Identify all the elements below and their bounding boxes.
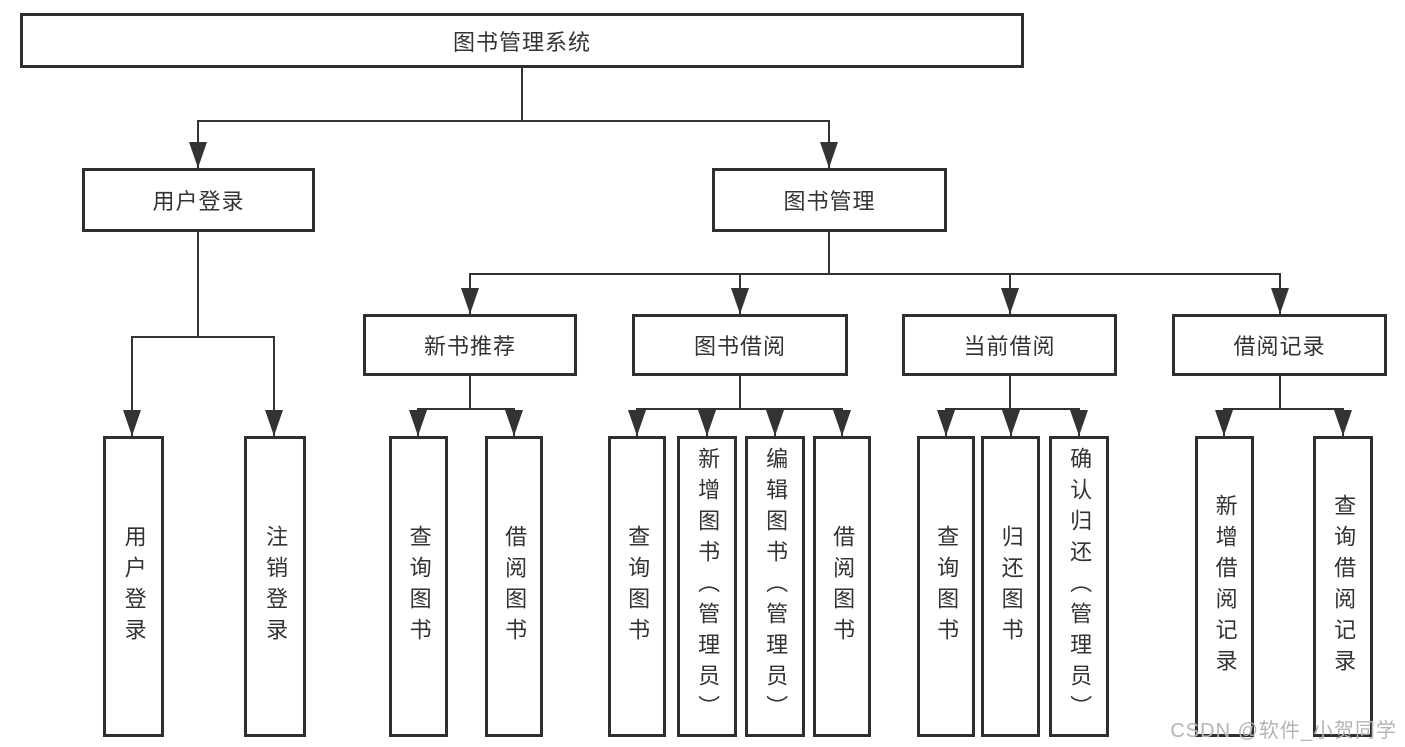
arrow-down-icon <box>1001 288 1019 314</box>
leaf-query-books-recommend-label: 查询图书 <box>406 524 432 649</box>
leaf-confirm-return-admin-label: 确认归还（管理员） <box>1067 447 1093 726</box>
node-book-management: 图书管理 <box>712 168 947 232</box>
leaf-add-book-admin: 新增图书（管理员） <box>677 436 737 737</box>
node-borrowing-records-label: 借阅记录 <box>1233 334 1326 359</box>
leaf-logout-login-label: 注销登录 <box>263 524 289 649</box>
connector-line <box>469 273 1281 275</box>
arrow-down-icon <box>731 288 749 314</box>
node-new-book-recommendation-label: 新书推荐 <box>423 334 516 359</box>
leaf-borrow-books-label: 借阅图书 <box>830 524 856 649</box>
leaf-return-books-label: 归还图书 <box>998 524 1024 649</box>
leaf-edit-book-admin: 编辑图书（管理员） <box>745 436 805 737</box>
leaf-query-borrow-record-label: 查询借阅记录 <box>1331 493 1357 680</box>
leaf-user-login-label: 用户登录 <box>121 524 147 649</box>
leaf-user-login: 用户登录 <box>103 436 164 737</box>
leaf-query-books-current-label: 查询图书 <box>934 524 960 649</box>
node-root: 图书管理系统 <box>20 13 1024 68</box>
connector-line <box>197 232 199 336</box>
connector-line <box>469 376 471 408</box>
leaf-borrow-books-recommend: 借阅图书 <box>485 436 543 737</box>
connector-line <box>945 408 1080 410</box>
arrow-down-icon <box>766 410 784 436</box>
connector-line <box>131 336 275 338</box>
leaf-borrow-books: 借阅图书 <box>813 436 871 737</box>
arrow-down-icon <box>937 410 955 436</box>
connector-line <box>636 408 843 410</box>
watermark: CSDN @软件_小贺同学 <box>1170 720 1397 742</box>
arrow-down-icon <box>461 288 479 314</box>
node-current-borrowing: 当前借阅 <box>902 314 1117 376</box>
leaf-query-books-borrowing-label: 查询图书 <box>625 524 651 649</box>
leaf-query-books-current: 查询图书 <box>917 436 975 737</box>
connector-line <box>417 408 515 410</box>
arrow-down-icon <box>833 410 851 436</box>
arrow-down-icon <box>1070 410 1088 436</box>
connector-line <box>828 232 830 273</box>
arrow-down-icon <box>1271 288 1289 314</box>
connector-line <box>739 376 741 408</box>
node-book-borrowing: 图书借阅 <box>632 314 848 376</box>
connector-line <box>273 336 275 436</box>
arrow-down-icon <box>409 410 427 436</box>
leaf-query-books-recommend: 查询图书 <box>389 436 448 737</box>
node-book-management-label: 图书管理 <box>783 189 876 214</box>
arrow-down-icon <box>628 410 646 436</box>
arrow-down-icon <box>1334 410 1352 436</box>
connector-line <box>1009 376 1011 408</box>
leaf-logout-login: 注销登录 <box>244 436 306 737</box>
connector-line <box>521 68 523 120</box>
leaf-borrow-books-recommend-label: 借阅图书 <box>502 524 528 649</box>
connector-line <box>1223 408 1344 410</box>
node-user-login-label: 用户登录 <box>152 189 245 214</box>
node-borrowing-records: 借阅记录 <box>1172 314 1387 376</box>
connector-line <box>1279 376 1281 408</box>
leaf-add-book-admin-label: 新增图书（管理员） <box>695 447 721 726</box>
arrow-down-icon <box>698 410 716 436</box>
leaf-query-books-borrowing: 查询图书 <box>608 436 666 737</box>
node-new-book-recommendation: 新书推荐 <box>363 314 577 376</box>
connector-line <box>131 336 133 436</box>
node-current-borrowing-label: 当前借阅 <box>963 334 1056 359</box>
arrow-down-icon <box>123 410 141 436</box>
node-user-login: 用户登录 <box>82 168 315 232</box>
arrow-down-icon <box>1002 410 1020 436</box>
leaf-return-books: 归还图书 <box>981 436 1040 737</box>
node-book-borrowing-label: 图书借阅 <box>693 334 786 359</box>
arrow-down-icon <box>1215 410 1233 436</box>
arrow-down-icon <box>265 410 283 436</box>
leaf-edit-book-admin-label: 编辑图书（管理员） <box>763 447 789 726</box>
connector-line <box>197 120 830 122</box>
arrow-down-icon <box>820 142 838 168</box>
leaf-confirm-return-admin: 确认归还（管理员） <box>1049 436 1109 737</box>
leaf-add-borrow-record: 新增借阅记录 <box>1195 436 1254 737</box>
arrow-down-icon <box>189 142 207 168</box>
node-root-label: 图书管理系统 <box>452 29 591 55</box>
arrow-down-icon <box>505 410 523 436</box>
leaf-query-borrow-record: 查询借阅记录 <box>1313 436 1373 737</box>
leaf-add-borrow-record-label: 新增借阅记录 <box>1212 493 1238 680</box>
